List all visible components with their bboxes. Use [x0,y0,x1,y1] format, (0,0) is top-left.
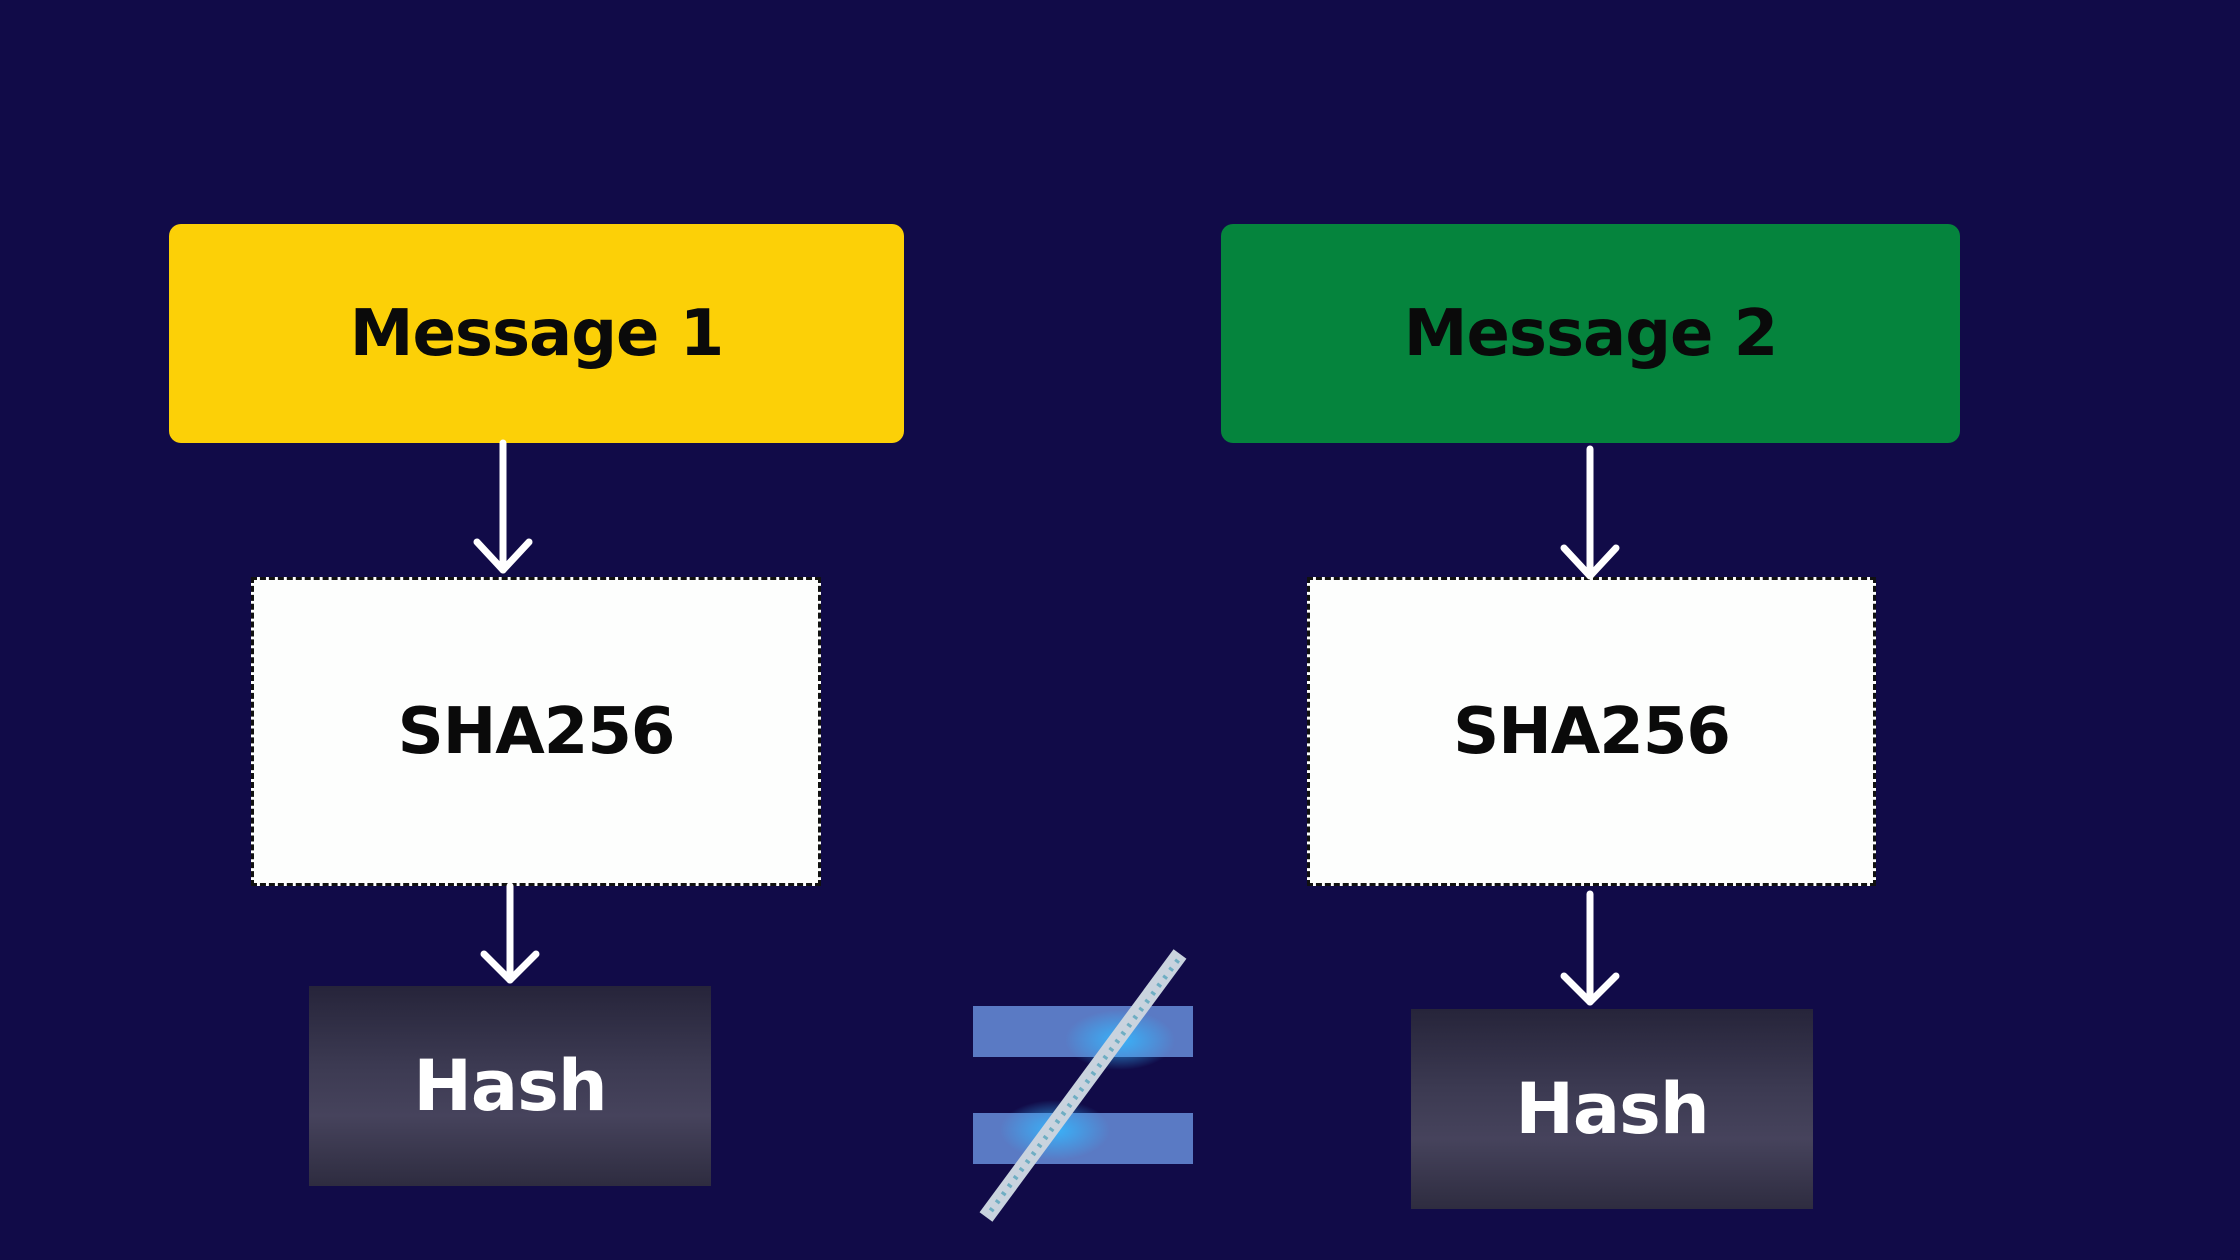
arrow-message1-to-sha-left [473,439,533,574]
hash-box-left: Hash [309,986,711,1186]
message-2-box: Message 2 [1221,224,1960,443]
arrow-message2-to-sha-right [1560,445,1620,580]
hash-label-left: Hash [413,1045,607,1127]
message-1-box: Message 1 [169,224,904,443]
sha256-box-right: SHA256 [1307,577,1876,886]
hash-box-right: Hash [1411,1009,1813,1209]
not-equal-icon [973,949,1193,1222]
message-2-label: Message 2 [1403,296,1778,371]
not-equal-slash [979,949,1187,1222]
sha256-label-left: SHA256 [397,694,676,769]
sha256-label-right: SHA256 [1453,694,1731,769]
hash-label-right: Hash [1515,1068,1709,1150]
message-1-label: Message 1 [349,296,724,371]
arrow-sha-left-to-hash [480,882,540,984]
sha256-box-left: SHA256 [251,577,821,886]
arrow-sha-right-to-hash [1560,890,1620,1006]
